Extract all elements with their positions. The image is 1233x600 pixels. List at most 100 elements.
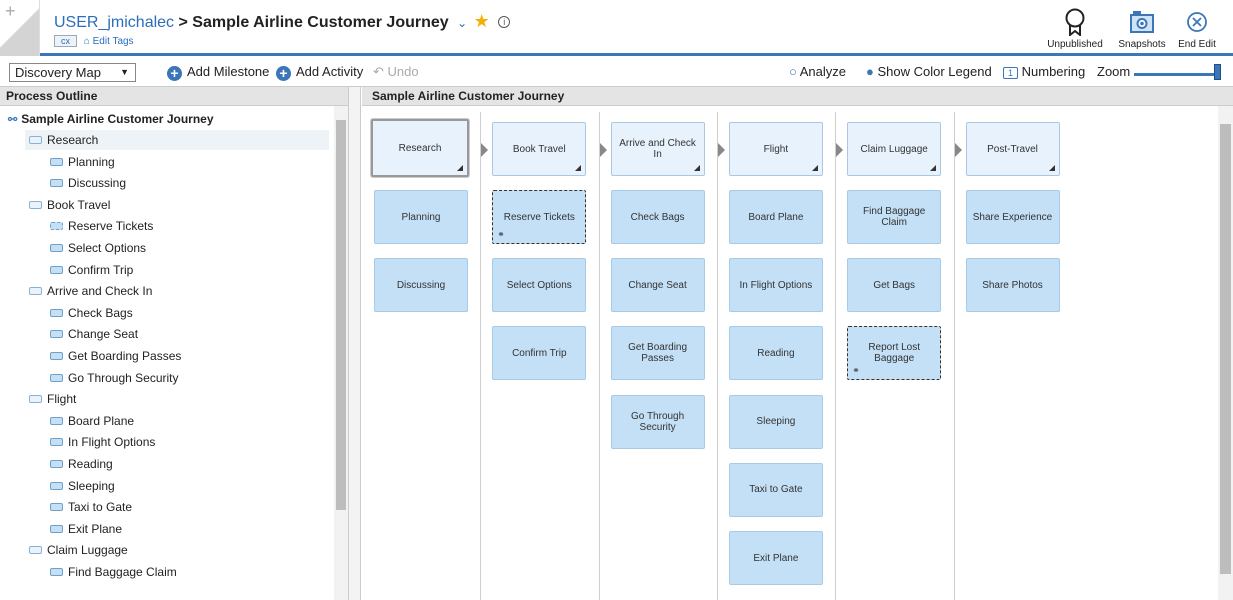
zoom-slider-handle[interactable] (1214, 64, 1221, 80)
expand-corner-icon[interactable] (1048, 165, 1055, 171)
show-color-legend-button[interactable]: ● Show Color Legend (866, 64, 992, 79)
activity-card[interactable]: Find Baggage Claim (847, 190, 942, 244)
expand-corner-icon[interactable] (811, 165, 818, 171)
activity-card[interactable]: Check Bags (610, 190, 705, 244)
outline-activity[interactable]: Check Bags (46, 303, 133, 323)
map-scroll-thumb[interactable] (1220, 124, 1231, 574)
show-color-legend-label: Show Color Legend (877, 64, 992, 79)
outline-activity[interactable]: Reading (46, 454, 113, 474)
outline-activity[interactable]: Go Through Security (46, 368, 179, 388)
activity-card[interactable]: Reserve Tickets⚭ (492, 190, 587, 244)
outline-activity[interactable]: Planning (46, 152, 115, 172)
activity-card[interactable]: Share Photos (965, 258, 1060, 313)
outline-activity[interactable]: Sleeping (46, 476, 115, 496)
outline-activity[interactable]: Exit Plane (46, 519, 122, 539)
expand-corner-icon[interactable] (930, 165, 937, 171)
activity-card[interactable]: Change Seat (610, 258, 705, 313)
outline-item-label: Reserve Tickets (68, 219, 154, 234)
column-divider (480, 112, 482, 600)
outline-milestone[interactable]: Flight (25, 389, 76, 409)
tag-badge[interactable]: cx (54, 35, 77, 47)
expand-corner-icon[interactable] (575, 165, 582, 171)
activity-card[interactable]: Confirm Trip (492, 326, 587, 381)
outline-activity[interactable]: Reserve Tickets (46, 216, 153, 236)
numbering-button[interactable]: 1 Numbering (1003, 64, 1085, 79)
outline-milestone[interactable]: Arrive and Check In (25, 281, 152, 301)
map-header: Sample Airline Customer Journey (362, 87, 1233, 106)
milestone-card[interactable]: Arrive and Check In (610, 122, 705, 176)
outline-item-label: Reading (68, 457, 113, 471)
milestone-card[interactable]: Claim Luggage (847, 122, 942, 176)
outline-activity[interactable]: Select Options (46, 238, 146, 258)
outline-milestone[interactable]: Claim Luggage (25, 540, 128, 560)
add-activity-button[interactable]: +Add Activity (276, 64, 363, 81)
milestone-icon (29, 395, 42, 404)
process-tree-icon: ⚯ (8, 114, 18, 126)
numbering-label: Numbering (1021, 64, 1086, 79)
plus-icon: + (5, 1, 16, 21)
add-milestone-button[interactable]: +Add Milestone (167, 64, 269, 81)
end-edit-button[interactable]: End Edit (1174, 8, 1220, 50)
outline-milestone[interactable]: Research (25, 130, 329, 150)
activity-label: Go Through Security (631, 410, 685, 433)
milestone-card[interactable]: Flight (728, 122, 823, 176)
zoom-slider-track[interactable] (1134, 73, 1220, 76)
outline-scroll-thumb[interactable] (336, 120, 346, 510)
add-corner-button[interactable]: + (0, 0, 40, 56)
outline-activity[interactable]: Board Plane (46, 411, 134, 431)
owner-link[interactable]: USER_jmichalec (54, 14, 175, 31)
activity-card[interactable]: Share Experience (965, 190, 1060, 244)
activity-card[interactable]: Discussing (374, 258, 468, 313)
chevron-down-icon[interactable]: ⌄ (457, 16, 468, 30)
activity-card[interactable]: Sleeping (728, 394, 823, 449)
outline-item-label: Exit Plane (68, 521, 123, 536)
outline-milestone[interactable]: Book Travel (25, 195, 110, 215)
outline-root[interactable]: ⚯Sample Airline Customer Journey (8, 109, 214, 129)
outline-activity[interactable]: Confirm Trip (46, 260, 133, 280)
info-icon[interactable]: i (498, 16, 511, 28)
analyze-button[interactable]: ○ Analyze (789, 64, 846, 79)
activity-card[interactable]: In Flight Options (728, 258, 823, 313)
activity-icon (50, 157, 63, 166)
activity-card[interactable]: Reading (728, 326, 823, 381)
activity-card[interactable]: Select Options (492, 258, 587, 313)
activity-card[interactable]: Get Bags (847, 258, 942, 313)
caret-down-icon: ▼ (120, 67, 129, 77)
unpublished-button[interactable]: Unpublished (1046, 8, 1104, 50)
outline-activity[interactable]: Get Boarding Passes (46, 346, 181, 366)
activity-card[interactable]: Go Through Security (610, 394, 705, 449)
outline-activity[interactable]: Discussing (46, 173, 126, 193)
outline-activity[interactable]: In Flight Options (46, 432, 155, 452)
expand-corner-icon[interactable] (693, 165, 700, 171)
zoom-label: Zoom (1097, 64, 1131, 79)
activity-card[interactable]: Report Lost Baggage⚭ (847, 326, 942, 381)
milestone-card[interactable]: Book Travel (492, 122, 587, 176)
activity-card[interactable]: Board Plane (728, 190, 823, 244)
activity-card[interactable]: Planning (374, 190, 468, 244)
milestone-card[interactable]: Post-Travel (965, 122, 1060, 176)
outline-item-label: Planning (68, 154, 115, 169)
activity-card[interactable]: Get Boarding Passes (610, 326, 705, 381)
app-header: + USER_jmichalec > Sample Airline Custom… (0, 0, 1233, 56)
favorite-star-icon[interactable]: ★ (473, 11, 490, 31)
undo-button[interactable]: ↶ Undo (373, 64, 419, 80)
milestone-card[interactable]: Research (371, 119, 469, 177)
activity-label: Reserve Tickets (503, 211, 575, 223)
map-name: Sample Airline Customer Journey (192, 14, 449, 31)
outline-activity[interactable]: Find Baggage Claim (46, 562, 177, 582)
milestone-label: Arrive and Check In (619, 138, 696, 160)
outline-activity[interactable]: Change Seat (46, 324, 138, 344)
snapshots-button[interactable]: Snapshots (1116, 8, 1168, 50)
expand-corner-icon[interactable] (457, 165, 463, 171)
activity-icon (50, 438, 63, 447)
map-scrollbar[interactable] (1218, 106, 1233, 600)
activity-label: Sleeping (756, 416, 796, 428)
edit-tags-link[interactable]: ⌂ Edit Tags (84, 36, 134, 47)
activity-icon (50, 373, 63, 382)
activity-card[interactable]: Taxi to Gate (728, 462, 823, 517)
activity-card[interactable]: Exit Plane (728, 531, 823, 585)
outline-activity[interactable]: Taxi to Gate (46, 497, 132, 517)
panel-splitter[interactable] (348, 87, 361, 600)
outline-scrollbar[interactable] (334, 106, 348, 600)
map-type-select[interactable]: Discovery Map▼ (9, 63, 136, 82)
